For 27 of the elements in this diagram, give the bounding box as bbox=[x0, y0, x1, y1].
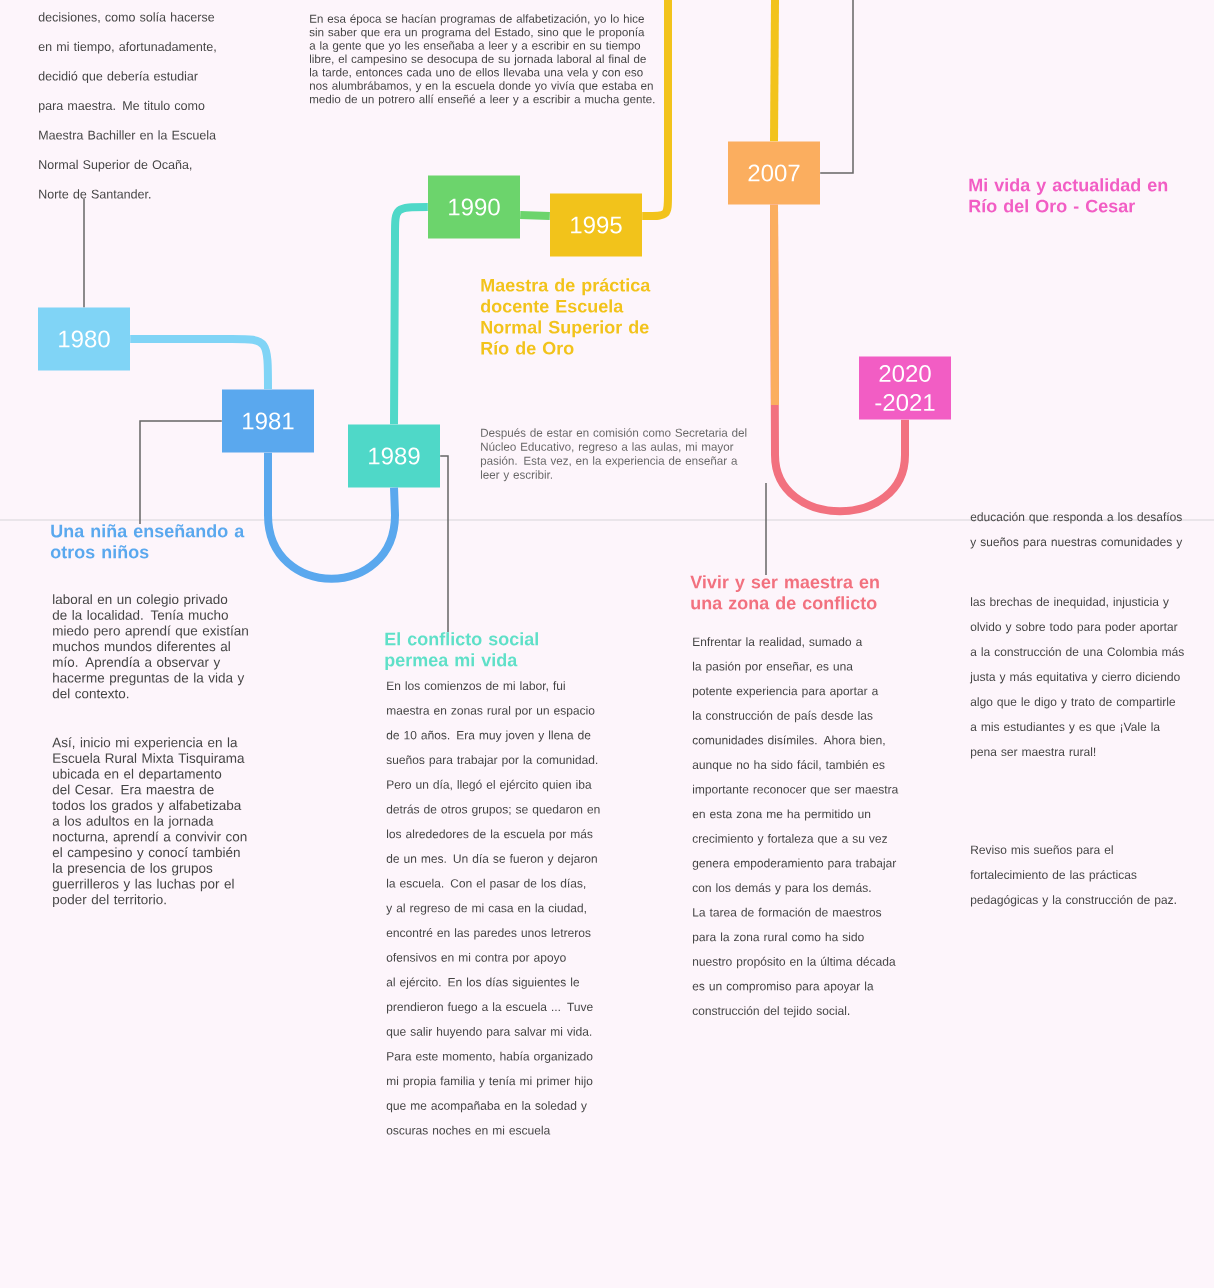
year-box: 1989 bbox=[348, 424, 440, 488]
story-text: En los comienzos de mi labor, fui maestra en zonas rural por un espacio de 10 años. Era muy joven y llena de sueños para trabajar por la comunidad. Pero un día, llegó el ejército quien iba detrás de otros grupos; se quedaron en los alrededores de la escuela por más de un mes. Un día se fueron y dejaron la escuela. Con el pasar de los días, y al regreso de mi casa en la ciudad, encontré en las paredes unos letreros ofensivos en mi contra por apoyo al ejército. En los días siguientes le prendieron fuego a la escuela ... Tuve que salir huyendo para salvar mi vida. Para este momento, había organizado mi propia familia y tenía mi primer hijo que me acompañaba en la soledad y oscuras noches en mi escuela bbox=[386, 681, 600, 1135]
year-box: 2007 bbox=[728, 141, 820, 205]
story-text: laboral en un colegio privado de la localidad. Tenía mucho miedo pero aprendí que existían muchos mundos diferentes al mío. Aprendía a observar y hacerme preguntas de la vida y del contexto. bbox=[52, 594, 248, 699]
section-heading: Mi vida y actualidad en Río del Oro - Cesar bbox=[969, 178, 1168, 213]
story-text: Después de estar en comisión como Secretaria del Núcleo Educativo, regreso a las aulas, mi mayor pasión. Esta vez, en la experiencia de enseñar a leer y escribir. bbox=[480, 428, 747, 482]
leader-line bbox=[83, 198, 85, 309]
story-text: Así, inicio mi experiencia en la Escuela Rural Mixta Tisquirama ubicada en el departamento del Cesar. Era maestra de todos los grados y alfabetizaba a los adultos en la jornada nocturna, aprendí a convivir con el campesino y conocí también la presencia de los grupos guerrilleros y las luchas por el poder del territorio. bbox=[52, 737, 247, 907]
year-box: 1981 bbox=[222, 389, 314, 453]
story-text: En esa época se hacían programas de alfabetización, yo lo hice sin saber que era un programa del Estado, sino que le proponía a la gente que yo les enseñaba a leer y a escribir en su tiempo libre, el campesino se desocupa de su jornada laboral al final de la tarde, entonces cada uno de ellos llevaba una vela y con eso nos alumbrábamos, y en la escuela donde yo vivía que estaba en medio de un potrero allí enseñé a leer y a escribir a mucha gente. bbox=[309, 14, 655, 106]
leader-line bbox=[139, 420, 223, 525]
event-heading: Vivir y ser maestra en una zona de conflicto bbox=[690, 575, 879, 610]
story-text: Enfrentar la realidad, sumado a la pasión por enseñar, es una potente experiencia para aportar a la construcción de país desde las comunidades disímiles. Ahora bien, aunque no ha sido fácil, también es importante reconocer que ser maestra en esta zona me ha permitido un crecimiento y fortaleza que a su vez genera empoderamiento para trabajar con los demás y para los demás. La tarea de formación de maestros para la zona rural como ha sido nuestro propósito en la última década es un compromiso para apoyar la construcción del tejido social. bbox=[692, 637, 899, 1018]
leader-line bbox=[819, 0, 854, 174]
leader-line bbox=[765, 482, 767, 576]
event-heading: Una niña enseñando a otros niños bbox=[50, 524, 245, 559]
year-box: 1980 bbox=[38, 307, 130, 371]
year-box: 1995 bbox=[550, 193, 642, 257]
story-text: educación que responda a los desafíos y sueños para nuestras comunidades y bbox=[970, 512, 1183, 549]
section-heading: Maestra de práctica docente Escuela Normal Superior de Río de Oro bbox=[480, 278, 651, 355]
year-box: 2020 -2021 bbox=[859, 356, 951, 420]
story-text: las brechas de inequidad, injusticia y olvido y sobre todo para poder aportar a la construcción de una Colombia más justa y más equitativa y cierro diciendo algo que le digo y trato de compartirle a mis estudiantes y es que ¡Vale la pena ser maestra rural! bbox=[969, 597, 1184, 759]
leader-line bbox=[439, 455, 449, 633]
story-text: Reviso mis sueños para el fortalecimiento de las prácticas pedagógicas y la construcción de paz. bbox=[970, 845, 1176, 907]
year-box: 1990 bbox=[428, 175, 520, 239]
story-text: decisiones, como solía hacerse en mi tiempo, afortunadamente, decidió que debería estudiar para maestra. Me titulo como Maestra Bachiller en la Escuela Normal Superior de Ocaña, Norte de Santander. bbox=[38, 12, 216, 199]
event-heading: El conflicto social permea mi vida bbox=[385, 632, 538, 670]
